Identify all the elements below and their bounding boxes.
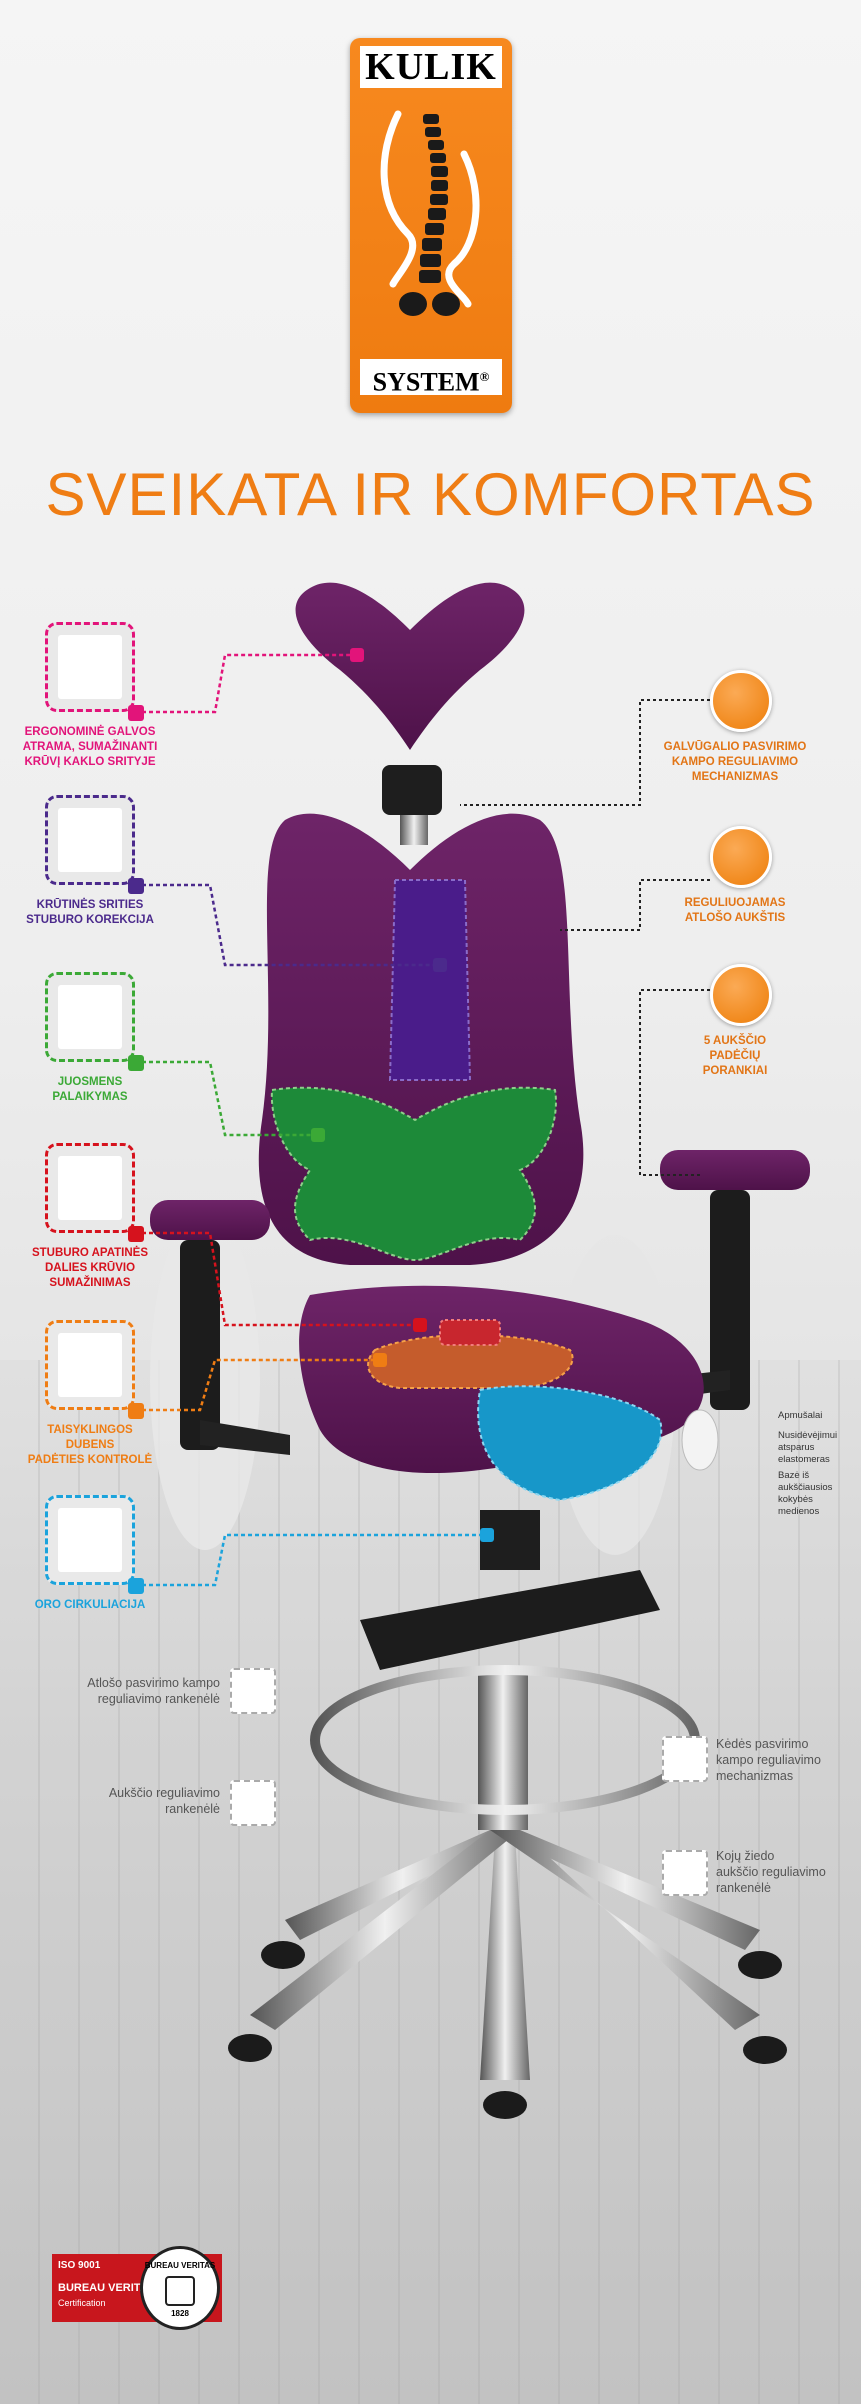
cert-type: Certification xyxy=(58,2298,106,2308)
logo-top-text: KULIK xyxy=(360,46,502,88)
logo-bottom-text: SYSTEM® xyxy=(360,359,502,397)
chair-illustration xyxy=(135,582,810,2119)
armrest-height-icon xyxy=(710,964,772,1026)
marker-headrest xyxy=(350,648,364,662)
right-leader-lines xyxy=(460,699,710,1176)
seat-air-zone xyxy=(477,1385,663,1502)
armrest-right-pad xyxy=(660,1150,810,1190)
seat-mechanism-icon xyxy=(662,1736,708,1782)
seat-note-upholstery: Apmušalai xyxy=(778,1410,823,1421)
chair-base xyxy=(250,1830,760,2080)
headrest-post xyxy=(400,815,428,845)
kulik-system-logo: KULIK SYSTEM® xyxy=(350,38,512,413)
page-headline: SVEIKATA IR KOMFORTAS xyxy=(45,461,816,528)
feature-icon-box-pelvis xyxy=(45,1320,144,1419)
footring-handle-icon xyxy=(662,1850,708,1896)
marker-lower-spine xyxy=(413,1318,427,1332)
armrest-left-pad xyxy=(150,1200,270,1240)
backrest-height-icon xyxy=(710,826,772,888)
marker-thoracic xyxy=(433,958,447,972)
tilt-mechanism xyxy=(360,1570,660,1670)
headrest xyxy=(295,582,525,750)
cert-iso: ISO 9001 xyxy=(58,2260,101,2271)
marker-lumbar xyxy=(311,1128,325,1142)
gas-lift xyxy=(478,1670,528,1830)
headrest-mount xyxy=(382,765,442,815)
marker-air xyxy=(480,1528,494,1542)
armrest-left-foot xyxy=(200,1420,290,1455)
bureau-veritas-seal: BUREAU VERITAS 1828 xyxy=(140,2246,220,2330)
backrest-thoracic-zone xyxy=(388,879,472,1081)
marker-pelvis xyxy=(373,1353,387,1367)
armrest-right-post xyxy=(710,1190,750,1410)
chair-wheels xyxy=(228,1941,787,2119)
left-leader-lines xyxy=(135,653,486,1587)
seal-emblem-icon xyxy=(165,2276,195,2306)
seat-lower-spine-zone xyxy=(439,1319,501,1346)
seat-cross-section xyxy=(681,1409,719,1471)
backrest-lumbar-zone xyxy=(270,1086,557,1262)
feature-icon-box-thoracic xyxy=(45,795,144,894)
headrest-tilt-icon xyxy=(710,670,772,732)
height-handle-icon xyxy=(230,1780,276,1826)
feature-icon-box-air xyxy=(45,1495,144,1594)
cert-org: BUREAU VERITAS xyxy=(58,2282,155,2294)
feature-label-air: ORO CIRKULIACIJA xyxy=(34,1599,146,1611)
spine-hands-icon xyxy=(380,110,480,316)
feature-icon-box-headrest xyxy=(45,622,144,721)
feature-icon-box-lower-spine xyxy=(45,1143,144,1242)
backrest-handle-icon xyxy=(230,1668,276,1714)
armrest-left-post xyxy=(180,1240,220,1450)
feature-icon-box-lumbar xyxy=(45,972,144,1071)
